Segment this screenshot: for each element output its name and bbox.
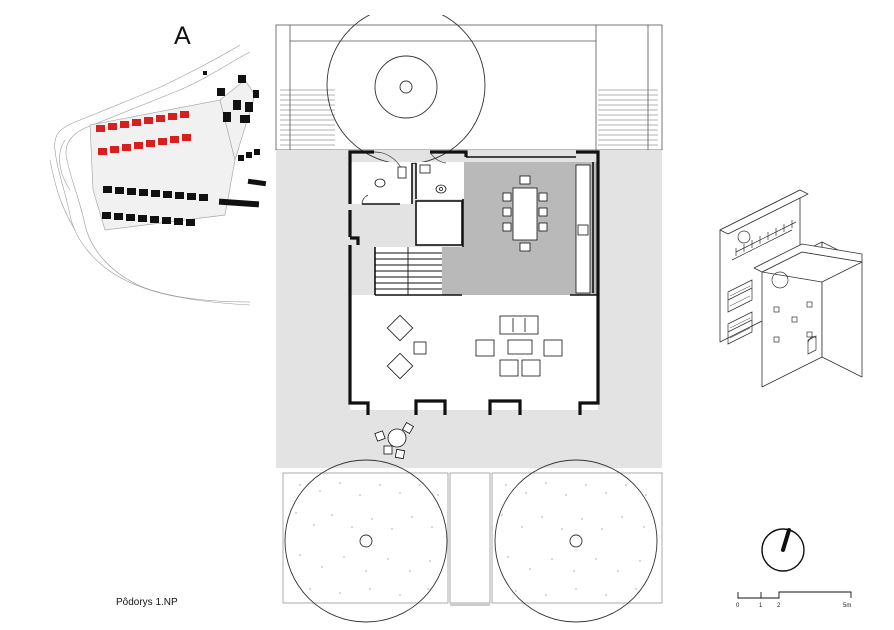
- path-strip: [450, 603, 490, 606]
- north-terrace: [275, 24, 663, 151]
- kitchen-counter: [575, 164, 591, 294]
- walls: [348, 150, 600, 415]
- drawing-caption: Pôdorys 1.NP: [116, 597, 178, 608]
- axonometric-view: [719, 189, 863, 388]
- floor-plan: [275, 15, 663, 623]
- site-contours: [49, 44, 251, 306]
- north-arrow-icon: [761, 528, 805, 572]
- neighbour-houses: [102, 71, 267, 226]
- core-box: [415, 200, 463, 246]
- terrace-table: [374, 421, 415, 460]
- stair-treads: [375, 247, 442, 295]
- dining-set: [502, 175, 548, 252]
- garden-stipple: [295, 482, 647, 596]
- site-plan: [49, 44, 267, 306]
- scale-label-0: 0: [736, 603, 740, 609]
- site-roads: [89, 79, 256, 231]
- north-tree: [326, 15, 486, 165]
- sanitary: [374, 164, 447, 194]
- living-furniture: [386, 314, 563, 380]
- site-plan-letter: A: [174, 22, 191, 50]
- north-steps: [280, 89, 658, 146]
- scale-bar: 0 1 2 5m: [736, 591, 852, 609]
- scale-label-2: 2: [777, 603, 781, 609]
- partitions: [362, 156, 598, 296]
- scale-label-1: 1: [759, 603, 763, 609]
- south-gardens: [282, 472, 663, 604]
- scale-label-5m: 5m: [843, 603, 851, 609]
- highlighted-houses: [96, 111, 191, 155]
- south-trees: [284, 459, 658, 623]
